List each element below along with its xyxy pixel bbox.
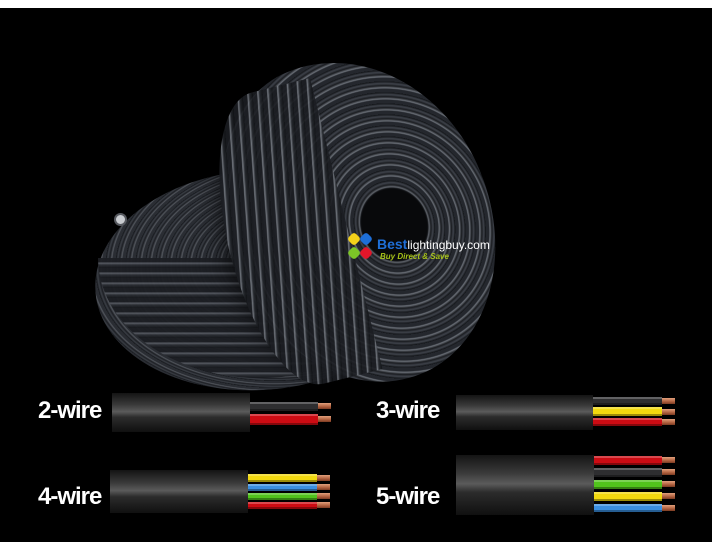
wire-3-wire-red: [593, 418, 662, 426]
logo-brand-domain: lightingbuy.com: [407, 238, 490, 252]
copper-tip: [662, 505, 675, 511]
wire-5-wire-yellow: [594, 492, 662, 501]
copper-tip: [317, 484, 330, 490]
wire-4-wire-red: [248, 502, 317, 509]
wire-5-wire-blue: [594, 504, 662, 512]
jacket-3-wire: [456, 395, 593, 430]
copper-tip: [662, 469, 675, 475]
wire-2-wire-red: [250, 414, 318, 425]
wire-3-wire-yellow: [593, 407, 662, 416]
copper-tip: [317, 475, 330, 481]
wire-5-wire-red: [594, 456, 662, 465]
wire-5-wire-black: [594, 468, 662, 477]
copper-tip: [662, 493, 675, 499]
jacket-5-wire: [456, 455, 594, 515]
copper-tip: [662, 398, 675, 404]
copper-tip: [318, 403, 331, 409]
wire-2-wire-black: [250, 402, 318, 411]
product-image: Bestlightingbuy.com Buy Direct & Save 2-…: [0, 8, 712, 542]
logo-tagline: Buy Direct & Save: [380, 252, 449, 261]
copper-tip: [318, 416, 331, 422]
brand-logo: Bestlightingbuy.com Buy Direct & Save: [345, 230, 505, 270]
copper-tip: [662, 481, 675, 487]
wire-4-wire-green: [248, 493, 317, 500]
logo-brand-highlight: Best: [377, 236, 408, 252]
logo-mark-icon: [345, 230, 375, 264]
copper-tip: [662, 419, 675, 425]
logo-wordmark: Bestlightingbuy.com: [377, 236, 490, 254]
wire-5-wire-green: [594, 480, 662, 489]
copper-tip: [317, 493, 330, 499]
wire-4-wire-yellow: [248, 474, 317, 482]
copper-tip: [317, 502, 330, 508]
wire-4-wire-blue: [248, 484, 317, 491]
label-5-wire: 5-wire: [376, 483, 440, 510]
jacket-2-wire: [112, 393, 250, 432]
label-2-wire: 2-wire: [38, 397, 102, 424]
label-3-wire: 3-wire: [376, 397, 440, 424]
wire-3-wire-black: [593, 397, 662, 405]
cable-end-icon: [114, 213, 127, 226]
jacket-4-wire: [110, 470, 248, 513]
label-4-wire: 4-wire: [38, 483, 102, 510]
copper-tip: [662, 457, 675, 463]
copper-tip: [662, 409, 675, 415]
